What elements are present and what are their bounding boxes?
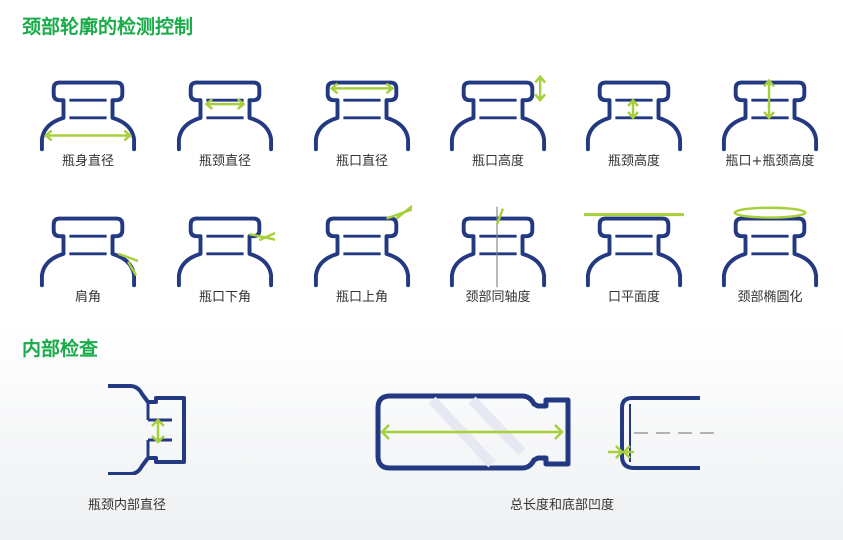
section-title-neck-control: 颈部轮廓的检测控制 [22, 16, 194, 38]
neck-angle-label-3: 瓶口上角 [335, 290, 388, 305]
neck-measure-label-5: 瓶颈高度 [607, 154, 660, 169]
neck-measure-label-3: 瓶口直径 [335, 154, 388, 169]
neck-measure-label-2: 瓶颈直径 [198, 154, 251, 169]
neck-measure-diagram-3 [313, 80, 411, 152]
neck-measure-label-1: 瓶身直径 [61, 154, 114, 169]
neck-angle-diagram-3 [313, 204, 412, 288]
label-neck-inner-diameter: 瓶颈内部直径 [87, 498, 166, 513]
neck-angle-diagram-5 [584, 213, 684, 288]
label-total-length-bottom: 总长度和底部凹度 [509, 498, 614, 513]
neck-measure-diagram-1 [39, 80, 137, 152]
neck-angle-diagram-1 [39, 216, 138, 288]
neck-angle-label-6: 颈部椭圆化 [737, 290, 803, 305]
neck-angle-label-2: 瓶口下角 [198, 290, 251, 305]
section-title-inner-check: 内部检查 [22, 338, 99, 360]
total-length-bottle-diagram [375, 393, 571, 471]
neck-measure-diagram-5 [585, 80, 683, 152]
neck-angle-label-4: 颈部同轴度 [465, 290, 531, 305]
neck-measure-diagram-4 [449, 74, 547, 152]
neck-angle-label-1: 肩角 [74, 290, 101, 305]
neck-angle-diagram-2 [176, 216, 275, 288]
neck-angle-label-5: 口平面度 [607, 290, 660, 305]
neck-measure-diagram-6 [721, 78, 819, 152]
neck-angle-diagram-6 [721, 206, 819, 288]
neck-measure-diagram-2 [176, 80, 274, 152]
neck-measure-label-4: 瓶口高度 [471, 154, 524, 169]
neck-angle-diagram-4 [449, 206, 547, 288]
bottom-concavity-diagram [608, 396, 720, 470]
neck-measure-label-6: 瓶口+瓶颈高度 [725, 154, 815, 169]
neck-inner-diameter-diagram [108, 384, 186, 475]
